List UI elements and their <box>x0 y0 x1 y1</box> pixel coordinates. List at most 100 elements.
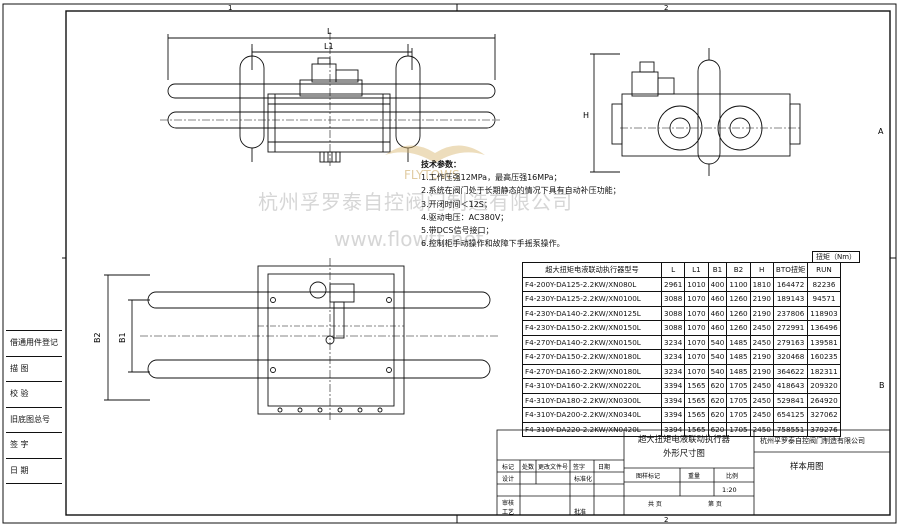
cell-value: 1070 <box>684 320 709 336</box>
front-view <box>160 32 500 168</box>
cell-value: 460 <box>707 305 728 321</box>
check-label: 审核 <box>502 499 514 507</box>
drawing-title-line1: 超大扭矩电液联动执行器 <box>637 434 731 444</box>
cell-value: 2190 <box>749 349 774 365</box>
grid-label-top-2: 2 <box>664 4 668 12</box>
cell-value: 1260 <box>726 320 751 336</box>
plan-view <box>104 258 500 420</box>
note-item: 6.控制柜手动操作和故障下手摇泵操作。 <box>421 239 565 249</box>
cell-model: F4-310Y-DA200-2.2KW/XN0340L <box>522 407 662 423</box>
cell-value: 3234 <box>660 349 686 365</box>
cell-value: 279163 <box>772 334 809 350</box>
cell-model: F4-200Y-DA125-2.2KW/XN080L <box>522 276 662 292</box>
strip-cell: 借通用件登记 <box>6 330 62 356</box>
cell-value: 1485 <box>726 363 751 379</box>
cell-value: 320468 <box>772 349 809 365</box>
dim-label-l: L <box>327 27 332 36</box>
side-view <box>590 48 802 176</box>
process-label: 工艺 <box>502 508 514 516</box>
cell-value: 3394 <box>660 378 686 394</box>
note-item: 2.系统在阀门处于长期静态的情况下具有自动补压功能； <box>421 186 621 196</box>
cell-value: 189143 <box>772 291 809 307</box>
cell-model: F4-270Y-DA150-2.2KW/XN0180L <box>522 349 662 365</box>
table-header-row: 超大扭矩电液联动执行器型号 L L1 B1 B2 H BTO扭矩 RUN <box>522 262 841 278</box>
col-b2: B2 <box>726 262 751 278</box>
col-run: RUN <box>807 262 841 278</box>
sheets-total: 共 页 <box>648 500 662 508</box>
dim-label-h: H <box>583 111 589 120</box>
cell-value: 2190 <box>749 363 774 379</box>
rev-label-count: 处数 <box>522 463 534 471</box>
cell-value: 327062 <box>807 407 841 423</box>
cell-value: 82236 <box>807 276 841 292</box>
cell-value: 2961 <box>660 276 686 292</box>
scale-label: 比例 <box>726 472 738 480</box>
cell-model: F4-230Y-DA150-2.2KW/XN0150L <box>522 320 662 336</box>
cell-value: 1070 <box>684 334 709 350</box>
cell-value: 1070 <box>684 349 709 365</box>
cell-value: 379276 <box>807 421 841 437</box>
grid-label-bottom-2: 2 <box>664 516 668 524</box>
cell-value: 139581 <box>807 334 841 350</box>
cell-value: 620 <box>707 421 728 437</box>
cell-value: 1705 <box>726 378 751 394</box>
cell-value: 460 <box>707 320 728 336</box>
cell-value: 620 <box>707 392 728 408</box>
col-h: H <box>749 262 774 278</box>
cell-value: 1485 <box>726 349 751 365</box>
cell-value: 3234 <box>660 363 686 379</box>
cell-value: 1070 <box>684 363 709 379</box>
cell-value: 1705 <box>726 407 751 423</box>
note-item: 5.带DCS信号接口； <box>421 226 494 236</box>
col-model: 超大扭矩电液联动执行器型号 <box>522 262 662 278</box>
grid-label-right-b: B <box>879 381 885 390</box>
cell-value: 209320 <box>807 378 841 394</box>
cell-value: 1565 <box>684 392 709 408</box>
cell-model: F4-310Y-DA180-2.2KW/XN0300L <box>522 392 662 408</box>
cell-value: 2190 <box>749 291 774 307</box>
cell-value: 620 <box>707 378 728 394</box>
cell-value: 1070 <box>684 291 709 307</box>
cell-model: F4-310Y-DA160-2.2KW/XN0220L <box>522 378 662 394</box>
cell-value: 237806 <box>772 305 809 321</box>
col-l1: L1 <box>684 262 709 278</box>
cell-value: 364622 <box>772 363 809 379</box>
notes-heading: 技术参数： <box>421 160 461 169</box>
cell-value: 1260 <box>726 291 751 307</box>
title-block <box>496 429 891 516</box>
cell-value: 2450 <box>749 320 774 336</box>
cell-value: 3088 <box>660 320 686 336</box>
approval-strip: 借通用件登记 描 图 校 验 旧底图总号 签 字 日 期 <box>6 330 62 484</box>
drawing-title-line2: 外形尺寸图 <box>663 448 705 458</box>
cell-value: 620 <box>707 407 728 423</box>
cell-value: 1070 <box>684 305 709 321</box>
cell-value: 3088 <box>660 305 686 321</box>
grid-label-right-a: A <box>878 127 884 136</box>
cell-value: 2450 <box>749 421 774 437</box>
rev-label-sign: 签字 <box>573 463 585 471</box>
cell-value: 3234 <box>660 334 686 350</box>
strip-cell: 描 图 <box>6 355 62 382</box>
cell-value: 164472 <box>772 276 809 292</box>
inner-frame <box>65 10 891 516</box>
cell-model: F4-230Y-DA125-2.2KW/XN0100L <box>522 291 662 307</box>
cell-value: 272991 <box>772 320 809 336</box>
cell-value: 1485 <box>726 334 751 350</box>
rev-label-doc: 更改文件号 <box>538 463 568 471</box>
dim-label-b1: B1 <box>118 332 127 343</box>
rev-label-mark: 标记 <box>502 463 514 471</box>
std-label: 标准化 <box>574 475 592 483</box>
weight-label: 重量 <box>688 472 700 480</box>
dim-label-l1: L1 <box>324 42 334 51</box>
strip-cell: 签 字 <box>6 432 62 458</box>
